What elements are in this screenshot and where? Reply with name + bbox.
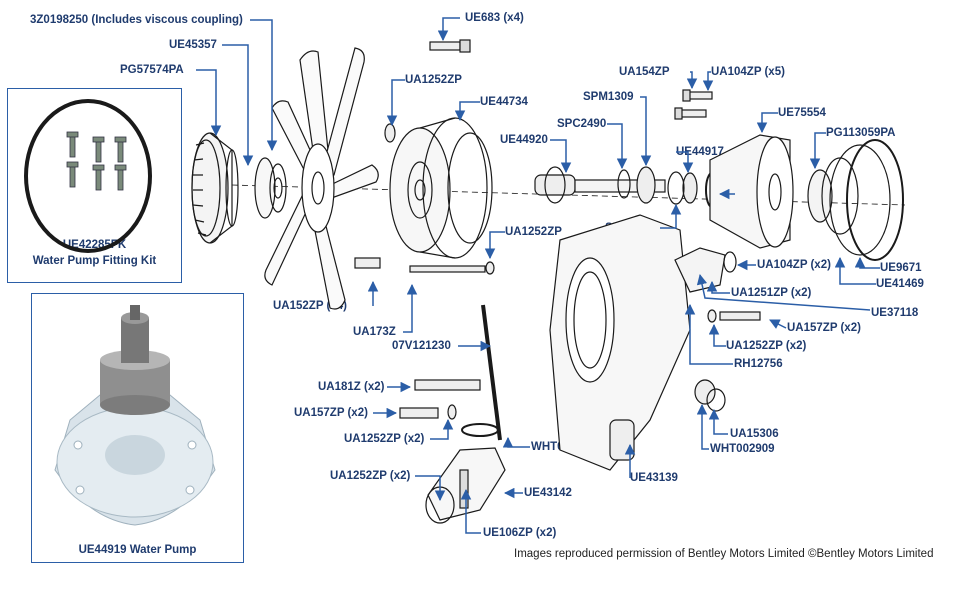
fan-blades-part — [264, 47, 379, 310]
water-pump-panel: UE44919 Water Pump — [31, 293, 244, 563]
label-ua104zp-x2: UA104ZP (x2) — [757, 259, 831, 271]
copyright-credit: Images reproduced permission of Bentley … — [514, 548, 934, 560]
label-pulley: UE44734 — [480, 96, 528, 108]
spacer-ue44917-part — [682, 172, 698, 204]
pump-body-part — [549, 214, 691, 471]
bolt-ua154zp-part — [674, 89, 713, 120]
bolt-ua157zp-part — [399, 407, 439, 419]
hose-elbow-part — [425, 423, 506, 524]
label-ua173z: UA173Z — [353, 326, 396, 338]
pulley-part — [389, 117, 493, 259]
bolt-ua173z-part — [409, 265, 486, 273]
impeller-part — [807, 144, 891, 256]
label-ua104zp-x5: UA104ZP (x5) — [711, 66, 785, 78]
bolt-ue683-part — [429, 39, 471, 53]
label-ua181z-x2: UA181Z (x2) — [318, 381, 385, 393]
label-fan: UE45357 — [169, 39, 217, 51]
label-ua1252zp-x2-bottom: UA1252ZP (x2) — [330, 470, 411, 482]
label-shaft: UE44920 — [500, 134, 548, 146]
bearing-spm1309-part — [636, 166, 656, 204]
label-washer-top: UA1252ZP — [405, 74, 462, 86]
label-spc2489: SPC2489 — [737, 188, 787, 200]
kit-part-number: UE42285FK — [62, 239, 127, 251]
label-ue9671: UE9671 — [880, 262, 922, 274]
leader-lines — [196, 17, 880, 534]
label-ua154zp: UA154ZP — [619, 66, 670, 78]
label-ue106zp-x2: UE106ZP (x2) — [483, 527, 557, 539]
label-ue43142: UE43142 — [524, 487, 572, 499]
label-bolt-ue683: UE683 (x4) — [465, 12, 524, 24]
kit-description: Water Pump Fitting Kit — [32, 255, 157, 267]
label-pg113059pa: PG113059PA — [826, 127, 896, 139]
label-ua15306: UA15306 — [730, 428, 779, 440]
fitting-kit-panel: UE42285FK Water Pump Fitting Kit — [7, 88, 182, 283]
label-ue75554: UE75554 — [778, 107, 826, 119]
label-ua157zp-x2-right: UA157ZP (x2) — [787, 322, 861, 334]
gasket-ue9671-part — [846, 139, 904, 261]
label-ue43139: UE43139 — [630, 472, 678, 484]
label-ua1252zp-x2-left: UA1252ZP (x2) — [344, 433, 425, 445]
bolt-ua152zp-part — [354, 257, 381, 269]
label-ue41469: UE41469 — [876, 278, 924, 290]
seal-spc2490-part — [617, 169, 631, 199]
label-wht002909: WHT002909 — [710, 443, 775, 455]
bolt-ua181z-part — [414, 379, 481, 391]
label-rh12756: RH12756 — [734, 358, 783, 370]
label-ue44917: UE44917 — [676, 146, 724, 158]
label-07v121230: 07V121230 — [392, 340, 451, 352]
washer-ua1252zp-part — [384, 123, 396, 143]
thermostat-housing-part — [674, 247, 737, 293]
rod-part — [481, 304, 502, 441]
label-wht002696: WHT002696 — [531, 441, 596, 453]
pump-caption: UE44919 Water Pump — [78, 544, 197, 556]
bearing-spm1310-part — [667, 171, 685, 205]
label-spm1310: SPM1310 — [605, 222, 656, 234]
label-washer-mid: UA1252ZP — [505, 226, 562, 238]
label-spm1309: SPM1309 — [583, 91, 634, 103]
label-ue37118: UE37118 — [871, 307, 919, 319]
label-viscous-coupling: 3Z0198250 (Includes viscous coupling) — [30, 14, 243, 26]
label-fan-hub: PG57574PA — [120, 64, 184, 76]
shaft-part — [534, 166, 666, 204]
label-ua1251zp-x2: UA1251ZP (x2) — [731, 287, 812, 299]
circlip-spc2489-part — [705, 172, 719, 208]
label-ua1252zp-x2-right: UA1252ZP (x2) — [726, 340, 807, 352]
label-ua157zp-x2-left: UA157ZP (x2) — [294, 407, 368, 419]
viscous-coupling-part — [191, 132, 239, 244]
label-ua152zp-x4: UA152ZP (x4) — [273, 300, 347, 312]
label-spc2490: SPC2490 — [557, 118, 607, 130]
fan-hub-part — [254, 157, 287, 219]
